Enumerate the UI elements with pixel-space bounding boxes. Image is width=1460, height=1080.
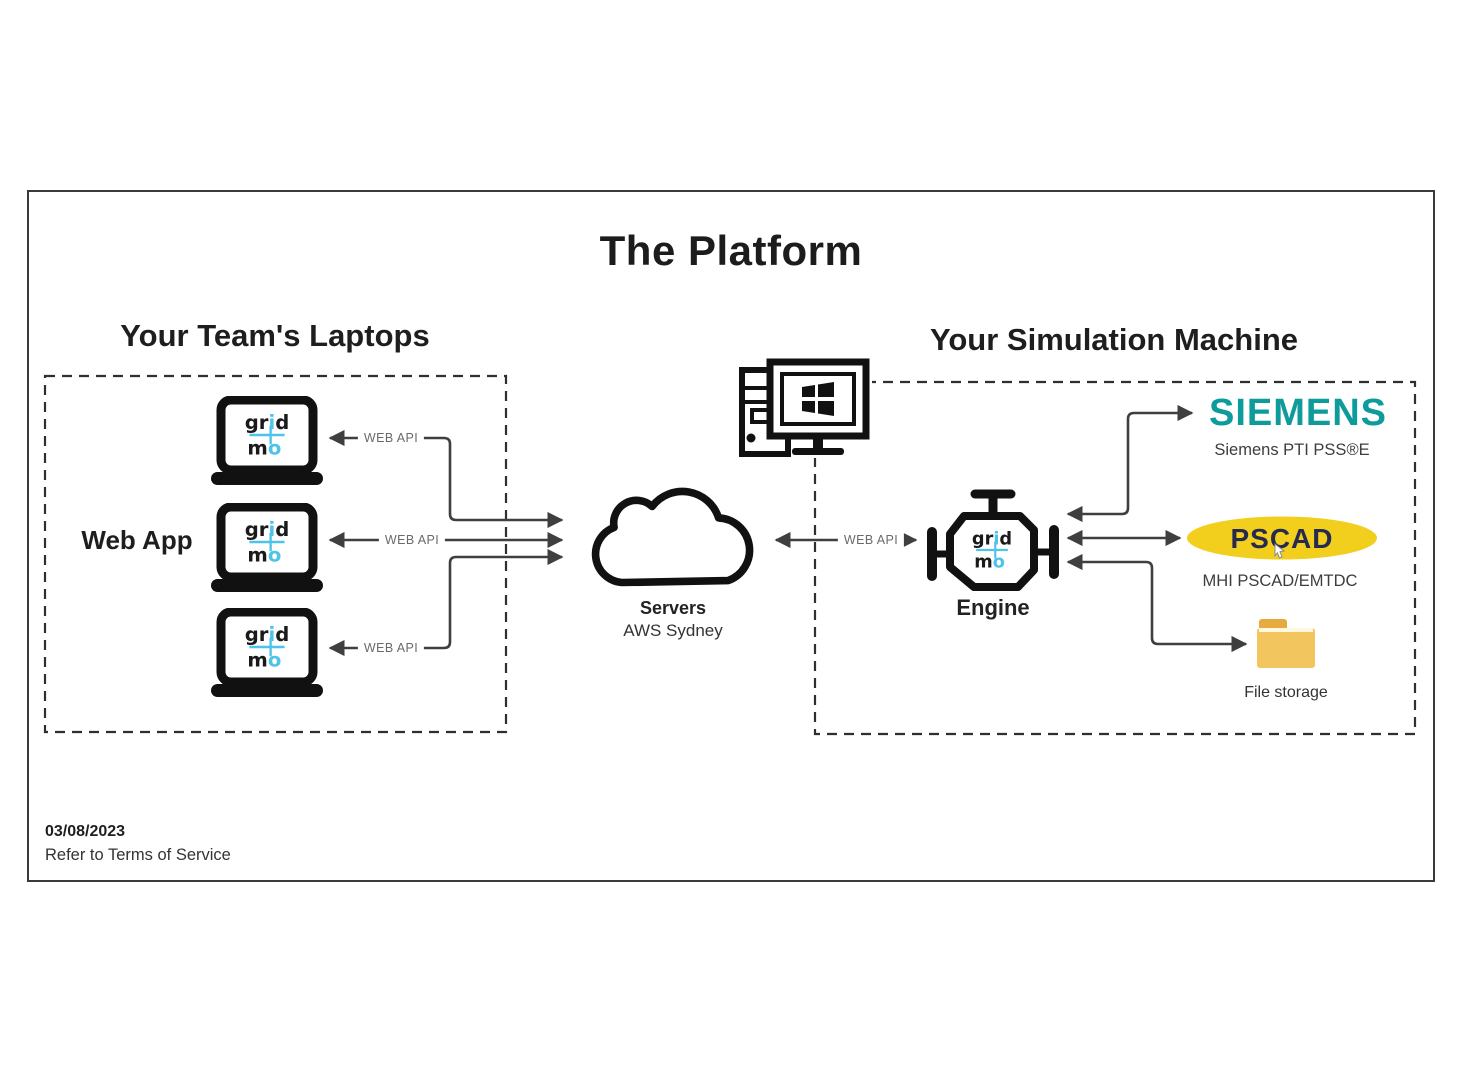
connector-laptop3-cloud [328, 548, 564, 657]
windows-logo-icon [802, 382, 834, 416]
svg-text:mo: mo [247, 649, 281, 671]
cloud-icon [591, 487, 754, 587]
page-title: The Platform [599, 227, 863, 274]
svg-text:grid: grid [245, 411, 290, 434]
siemens-logo: SIEMENS [1208, 392, 1388, 434]
gridmo-logo: grid mo [972, 529, 1012, 572]
web-app-label: Web App [81, 525, 193, 555]
svg-text:grid: grid [972, 529, 1012, 549]
gridmo-logo: grid mo [245, 411, 290, 459]
siemens-caption: Siemens PTI PSS®E [1214, 441, 1370, 459]
footer-date: 03/08/2023 [45, 823, 126, 840]
svg-text:mo: mo [247, 437, 281, 459]
folder-icon [1257, 619, 1315, 668]
engine-icon [927, 489, 1059, 591]
svg-text:mo: mo [974, 553, 1005, 572]
connector-engine-storage [1066, 553, 1248, 653]
web-api-label: WEB API [837, 532, 905, 548]
pscad-logo: PSCAD [1187, 516, 1377, 560]
gridmo-logo: grid mo [245, 518, 290, 566]
web-api-label: WEB API [378, 532, 446, 548]
page-frame [27, 190, 1435, 882]
file-storage-label: File storage [1244, 684, 1328, 701]
svg-text:mo: mo [247, 544, 281, 566]
pc-icon [736, 358, 872, 458]
gridmo-logo: grid mo [245, 623, 290, 671]
simulation-section-heading: Your Simulation Machine [929, 322, 1299, 357]
web-api-label: WEB API [357, 640, 425, 656]
cursor-icon [1274, 542, 1286, 559]
web-api-label: WEB API [357, 430, 425, 446]
svg-text:grid: grid [245, 518, 290, 541]
engine-label: Engine [956, 595, 1030, 620]
footer-note: Refer to Terms of Service [45, 846, 231, 864]
svg-text:grid: grid [245, 623, 290, 646]
connector-engine-siemens [1066, 404, 1194, 523]
servers-label: Servers [639, 598, 707, 618]
servers-location: AWS Sydney [623, 621, 723, 640]
laptops-section-heading: Your Team's Laptops [120, 318, 430, 353]
connector-laptop1-cloud [328, 429, 564, 529]
